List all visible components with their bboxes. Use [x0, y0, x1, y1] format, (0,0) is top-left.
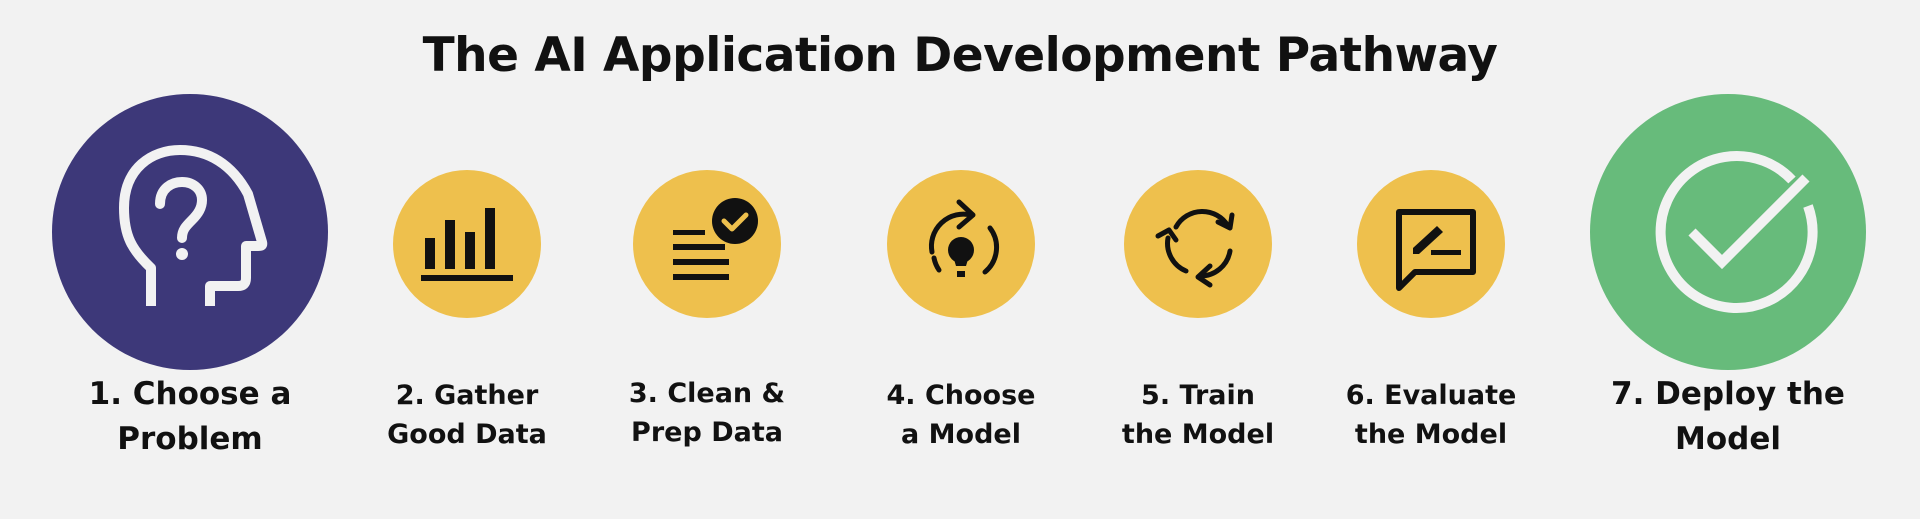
- step-5-label-line1: 5. Train: [1141, 380, 1255, 411]
- step-1-circle: [52, 94, 328, 370]
- step-1-label-line2: Problem: [117, 420, 263, 457]
- step-2-circle: [393, 170, 541, 318]
- check-circle-icon: [1655, 151, 1818, 313]
- step-4-label-line1: 4. Choose: [886, 380, 1036, 411]
- step-7-label: 7. Deploy the Model: [1578, 372, 1878, 462]
- step-2-label-line1: 2. Gather: [395, 380, 539, 411]
- step-6-label: 6. Evaluate the Model: [1331, 376, 1531, 454]
- step-5-circle: [1124, 170, 1272, 318]
- step-3-label-line2: Prep Data: [631, 417, 783, 449]
- step-6-label-line2: the Model: [1354, 419, 1508, 451]
- step-5-label: 5. Train the Model: [1098, 376, 1298, 454]
- step-3-circle: [633, 170, 781, 318]
- step-3-label-line1: 3. Clean &: [628, 378, 786, 409]
- step-2-label: 2. Gather Good Data: [367, 376, 567, 454]
- refresh-arrows-icon: [1155, 208, 1235, 288]
- head-question-icon: [119, 145, 268, 306]
- step-6-label-line1: 6. Evaluate: [1345, 380, 1517, 411]
- step-6-circle: [1357, 170, 1505, 318]
- bar-chart-icon: [421, 208, 513, 281]
- lightbulb-cycle-icon: [928, 199, 1000, 277]
- step-7-circle: [1590, 94, 1866, 370]
- list-check-icon: [673, 198, 758, 280]
- step-7-label-line2: Model: [1675, 420, 1781, 457]
- step-1-label-line1: 1. Choose a: [88, 376, 292, 412]
- step-4-label-line2: a Model: [901, 419, 1021, 451]
- step-7-label-line1: 7. Deploy the: [1611, 376, 1845, 412]
- step-2-label-line2: Good Data: [387, 419, 547, 451]
- step-1-label: 1. Choose a Problem: [40, 372, 340, 462]
- step-5-label-line2: the Model: [1121, 419, 1275, 451]
- step-3-label: 3. Clean & Prep Data: [607, 374, 807, 452]
- page-title: The AI Application Development Pathway: [422, 28, 1498, 83]
- step-4-label: 4. Choose a Model: [861, 376, 1061, 454]
- step-4-circle: [887, 170, 1035, 318]
- feedback-pen-icon: [1396, 209, 1476, 291]
